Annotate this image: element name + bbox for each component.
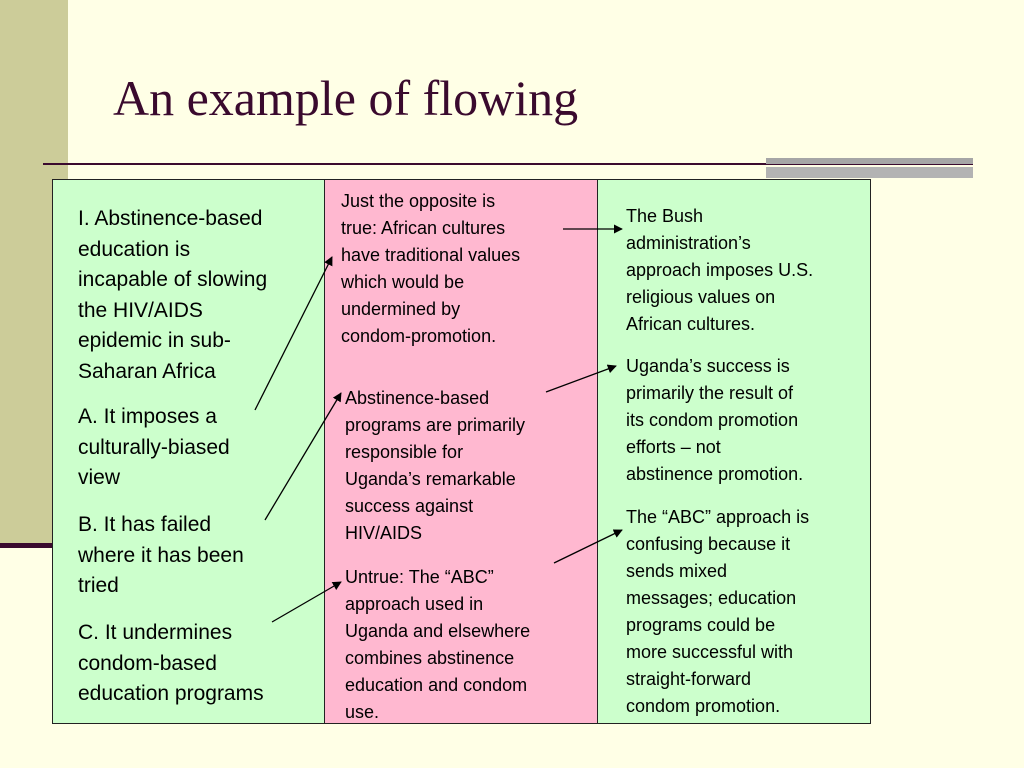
rebuttal-1: The Bush administration’s approach impos… bbox=[626, 206, 814, 334]
rebuttal-column: The Bush administration’s approach impos… bbox=[597, 179, 871, 724]
left-strip-accent-line bbox=[0, 543, 68, 548]
argument-column: I. Abstinence-based education is incapab… bbox=[52, 179, 325, 724]
argument-thesis: I. Abstinence-based education is incapab… bbox=[78, 207, 268, 383]
argument-point-b: B. It has failed where it has been tried bbox=[78, 513, 244, 597]
response-column: Just the opposite is true: African cultu… bbox=[324, 179, 598, 724]
rebuttal-2: Uganda’s success is primarily the result… bbox=[626, 356, 804, 484]
slide-title: An example of flowing bbox=[113, 70, 579, 126]
title-rule-accent-top bbox=[766, 158, 973, 164]
argument-point-a: A. It imposes a culturally-biased view bbox=[78, 405, 230, 489]
argument-point-c: C. It undermines condom-based education … bbox=[78, 621, 264, 705]
title-underline bbox=[43, 163, 973, 165]
response-1: Just the opposite is true: African cultu… bbox=[341, 191, 521, 346]
response-3: Untrue: The “ABC” approach used in Ugand… bbox=[345, 567, 531, 722]
rebuttal-3: The “ABC” approach is confusing because … bbox=[626, 507, 810, 716]
response-2: Abstinence-based programs are primarily … bbox=[345, 388, 526, 543]
title-rule-accent-bottom bbox=[766, 167, 973, 178]
